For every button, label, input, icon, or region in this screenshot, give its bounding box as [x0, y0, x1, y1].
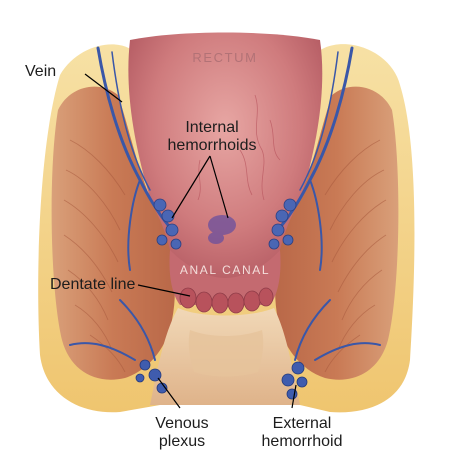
- internal-leader-right: [209, 155, 229, 219]
- venous-plexus-line2: plexus: [159, 433, 205, 450]
- vein-label: Vein: [25, 63, 56, 80]
- dentate-leader: [137, 284, 191, 297]
- dentate-folds: [179, 287, 274, 314]
- left-muscle-wall: [51, 86, 175, 380]
- dentate-line-label: Dentate line: [50, 276, 135, 293]
- internal-hemorrhoid-center: [208, 215, 236, 244]
- anal-opening-shadow: [188, 330, 264, 377]
- external-leader: [291, 384, 297, 409]
- mucosa-vessels: [197, 94, 281, 201]
- right-muscle-wall: [275, 86, 399, 380]
- internal-hemorrhoids-line2: hemorrhoids: [168, 137, 257, 154]
- internal-hemorrhoid-right: [268, 198, 297, 250]
- anal-canal-label: ANAL CANAL: [180, 263, 270, 277]
- internal-hemorrhoids-line1: Internal: [185, 119, 238, 136]
- rectum-label: RECTUM: [192, 50, 257, 65]
- internal-hemorrhoid-left: [153, 198, 182, 250]
- internal-leader-left: [171, 155, 211, 219]
- venous-leader: [157, 377, 181, 409]
- right-muscle-striations: [324, 139, 387, 373]
- external-hemorrhoid-line2: hemorrhoid: [262, 433, 343, 450]
- leader-lines: [84, 73, 297, 409]
- left-muscle-striations: [63, 139, 126, 373]
- right-veins: [280, 46, 381, 361]
- venous-plexus-line1: Venous: [155, 415, 208, 432]
- left-veins: [69, 46, 170, 361]
- vein-leader: [84, 73, 123, 103]
- external-hemorrhoid-line1: External: [273, 415, 332, 432]
